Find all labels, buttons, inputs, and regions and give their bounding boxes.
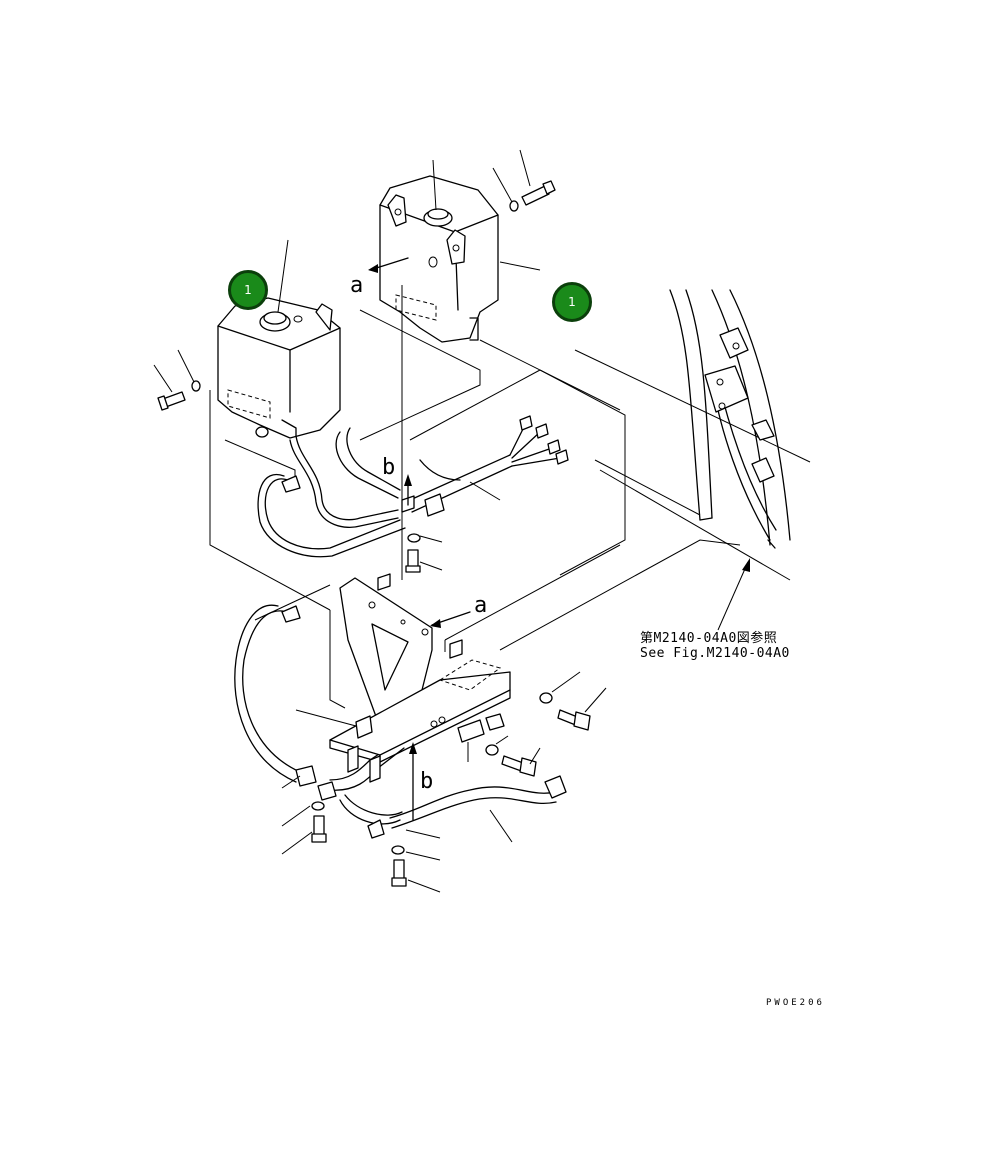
view-label-a-upper: a bbox=[350, 273, 363, 298]
left-washer-tank bbox=[217, 297, 341, 439]
view-label-a-lower: a bbox=[474, 593, 487, 618]
callout-badge-left[interactable]: 1 bbox=[228, 270, 268, 310]
reference-note-en: See Fig.M2140-04A0 bbox=[640, 646, 790, 661]
upper-tank-leaders bbox=[432, 149, 541, 271]
hose-fittings bbox=[281, 475, 567, 839]
lower-left-bolts bbox=[281, 709, 513, 893]
reference-note-jp: 第M2140-04A0図参照 bbox=[640, 631, 778, 646]
lower-right-bolts bbox=[467, 671, 607, 777]
view-arrows bbox=[368, 257, 750, 821]
wire-harness bbox=[409, 415, 569, 517]
cab-frame bbox=[669, 289, 791, 549]
left-bolt bbox=[157, 380, 201, 411]
base-plate bbox=[329, 639, 511, 783]
view-label-b-upper: b bbox=[382, 455, 395, 480]
mid-bolts bbox=[401, 495, 443, 573]
callout-badge-right[interactable]: 1 bbox=[552, 282, 592, 322]
washer-hoses bbox=[234, 427, 557, 829]
drawing-code: PWOE206 bbox=[766, 998, 825, 1008]
upper-washer-tank bbox=[379, 175, 499, 343]
reference-frames bbox=[209, 285, 811, 709]
upper-bolt bbox=[509, 180, 556, 212]
left-tank-leaders bbox=[153, 239, 289, 393]
view-label-b-lower: b bbox=[420, 769, 433, 794]
